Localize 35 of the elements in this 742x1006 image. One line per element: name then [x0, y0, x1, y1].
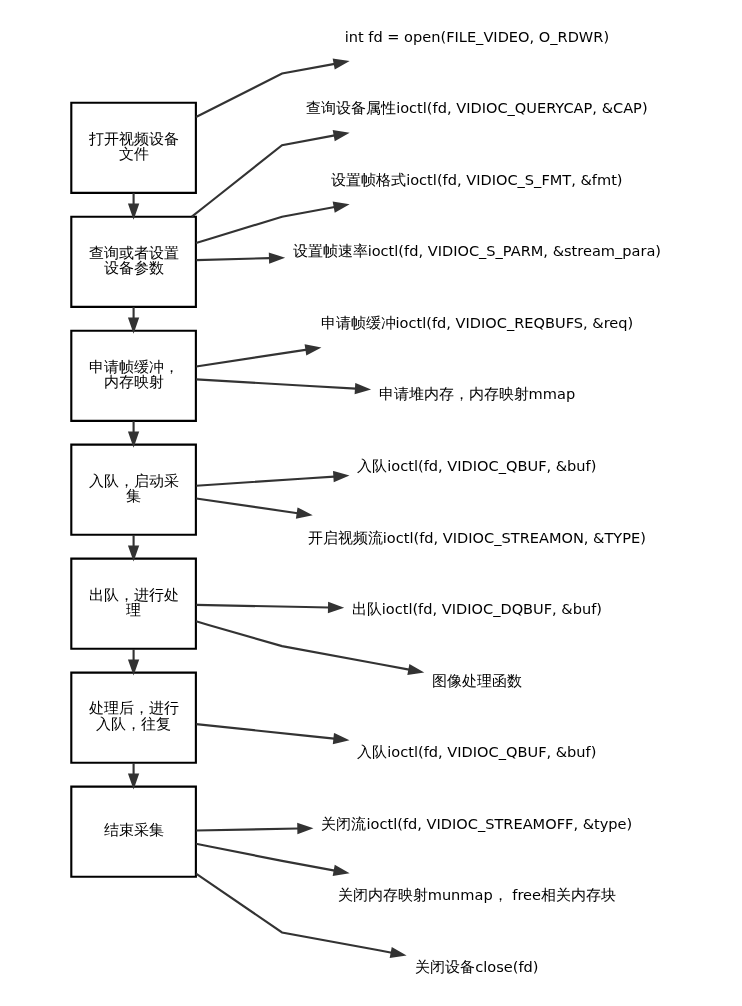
- node-box: 打开视频设备文件: [69, 101, 197, 194]
- arrow: [195, 601, 344, 614]
- arrow: [195, 620, 424, 676]
- arrow: [195, 201, 350, 245]
- node-box: 入队，启动采集: [69, 443, 197, 536]
- node-text: 入队ioctl(fd, VIDIOC_QBUF, &buf): [356, 456, 596, 474]
- node-box: 结束采集: [69, 785, 197, 878]
- node-text: 申请帧缓冲ioctl(fd, VIDIOC_REQBUFS, &req): [320, 313, 633, 331]
- arrow: [195, 252, 285, 264]
- node-box: 查询或者设置设备参数: [69, 215, 197, 308]
- node-text: 开启视频流ioctl(fd, VIDIOC_STREAMON, &TYPE): [307, 528, 646, 546]
- arrow: [194, 872, 407, 959]
- node-text: 关闭流ioctl(fd, VIDIOC_STREAMOFF, &type): [321, 814, 632, 832]
- node-box: 处理后，进行入队，往复: [69, 671, 197, 764]
- node-text: 查询设备属性ioctl(fd, VIDIOC_QUERYCAP, &CAP): [305, 99, 648, 117]
- node-text: 入队ioctl(fd, VIDIOC_QBUF, &buf): [356, 743, 596, 761]
- node-text: 关闭设备close(fd): [414, 957, 538, 975]
- arrow: [195, 723, 349, 745]
- arrow: [195, 497, 313, 519]
- arrow: [195, 842, 350, 876]
- node-text: 关闭内存映射munmap， free相关内存块: [337, 886, 616, 904]
- node-text: 设置帧格式ioctl(fd, VIDIOC_S_FMT, &fmt): [330, 170, 623, 188]
- arrow: [195, 58, 350, 118]
- arrow: [195, 344, 321, 368]
- arrow: [195, 470, 349, 487]
- node-box: 出队，进行处理: [69, 557, 197, 650]
- arrow: [195, 378, 371, 395]
- node-text: 设置帧速率ioctl(fd, VIDIOC_S_PARM, &stream_para): [292, 242, 661, 260]
- node-box: 申请帧缓冲，内存映射: [69, 329, 197, 422]
- arrow: [195, 822, 313, 835]
- node-text: 图像处理函数: [431, 671, 522, 689]
- node-text: int fd = open(FILE_VIDEO, O_RDWR): [344, 27, 609, 45]
- arrow: [190, 130, 350, 218]
- node-text: 出队ioctl(fd, VIDIOC_DQBUF, &buf): [351, 600, 602, 618]
- node-text: 申请堆内存，内存映射mmap: [378, 385, 575, 403]
